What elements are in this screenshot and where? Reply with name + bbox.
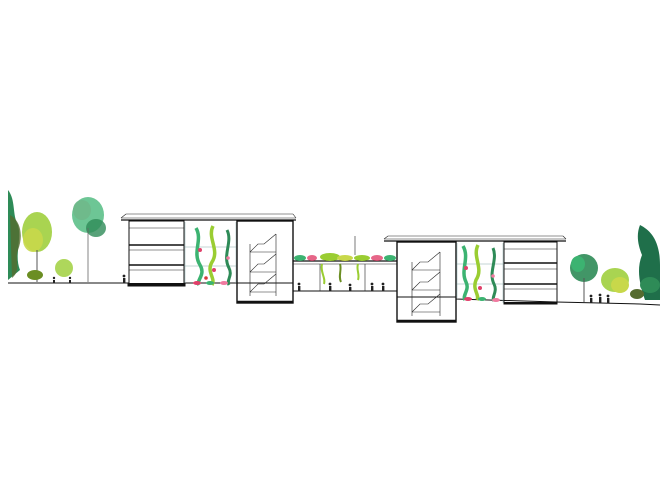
tree-icon: [22, 212, 52, 282]
right-block-frame: [503, 241, 558, 305]
tree-icon: [570, 254, 598, 302]
vine-icon: [461, 244, 497, 302]
right-building: [383, 235, 567, 323]
person-icon: [52, 274, 610, 303]
left-stair-core: [236, 220, 294, 304]
vine-icon: [194, 225, 232, 286]
shrub-icon: [630, 289, 644, 299]
tree-icon: [72, 197, 106, 282]
left-building: [120, 213, 297, 304]
tree-icon: [637, 225, 660, 300]
middle-connector: [293, 236, 397, 291]
left-block-frame: [128, 220, 185, 286]
stair-icon: [249, 233, 277, 296]
shrub-icon: [193, 281, 500, 302]
roof-garden: [294, 253, 396, 285]
shrub-icon: [27, 259, 73, 280]
tree-icon: [601, 268, 629, 293]
stair-icon: [411, 251, 441, 316]
tree-icon: [8, 190, 21, 280]
ground-line: [8, 282, 661, 306]
